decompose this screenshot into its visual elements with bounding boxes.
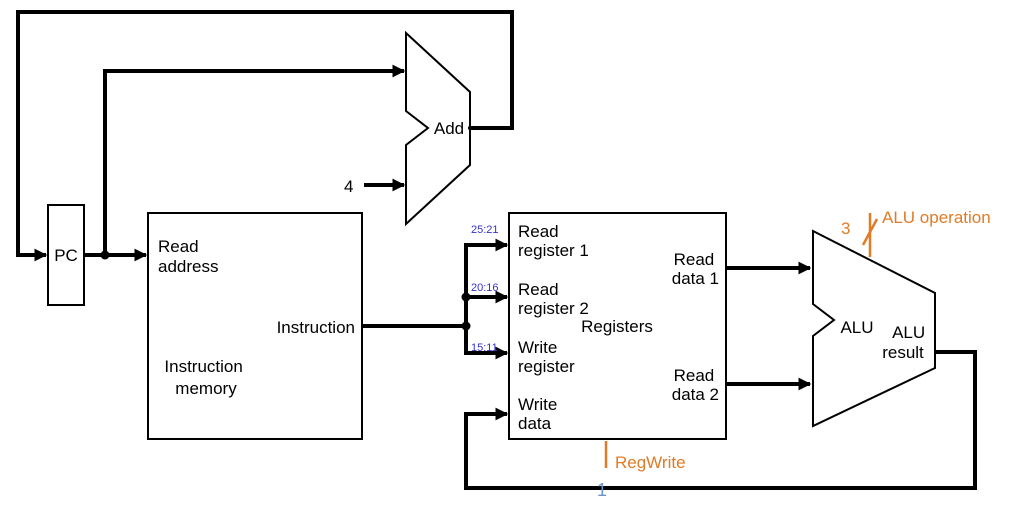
- bitfield-rs-label: 25:21: [471, 224, 499, 236]
- rt-junction-dot: [461, 292, 471, 302]
- write-data-label: Write data: [518, 395, 562, 433]
- instruction-output-label: Instruction: [277, 318, 355, 337]
- registers-title: Registers: [581, 317, 653, 336]
- constant-four-label: 4: [344, 177, 353, 196]
- alu-result-writeback-wire: [464, 350, 977, 490]
- alu-shape: [812, 229, 936, 428]
- alu-operation-label: ALU operation: [882, 208, 991, 227]
- write-register-label: Write register: [518, 338, 575, 376]
- pc-label: PC: [54, 246, 78, 265]
- instruction-memory-box: [147, 212, 363, 440]
- adder-output-dot: [468, 126, 472, 130]
- instruction-memory-title: Instruction memory: [164, 357, 247, 398]
- bitfield-rt-label: 20:16: [471, 282, 499, 294]
- adder-label: Add: [434, 119, 464, 138]
- pc-to-adder-wire: [103, 64, 406, 255]
- read-register-1-label: Read register 1: [518, 222, 589, 260]
- read-data-2-label: Read data 2: [672, 366, 719, 404]
- regwrite-label: RegWrite: [615, 453, 686, 472]
- alu-label: ALU: [840, 318, 873, 337]
- adder-shape: [405, 30, 471, 227]
- instruction-junction-dot: [461, 321, 471, 331]
- register-file-box: [508, 212, 727, 440]
- read-data-1-label: Read data 1: [672, 250, 719, 288]
- alu-operation-width-slash: [861, 218, 879, 246]
- read-address-label: Read address: [158, 237, 218, 276]
- alu-operation-width: 3: [841, 219, 850, 238]
- alu-result-label: ALU result: [882, 323, 930, 362]
- read-register-2-label: Read register 2: [518, 280, 589, 318]
- pc-register-box: [47, 204, 85, 306]
- regwrite-value: 1: [597, 480, 607, 500]
- pc-junction-dot: [100, 250, 110, 260]
- bitfield-rd-label: 15:11: [471, 342, 498, 354]
- pc-feedback-wire: [16, 10, 514, 262]
